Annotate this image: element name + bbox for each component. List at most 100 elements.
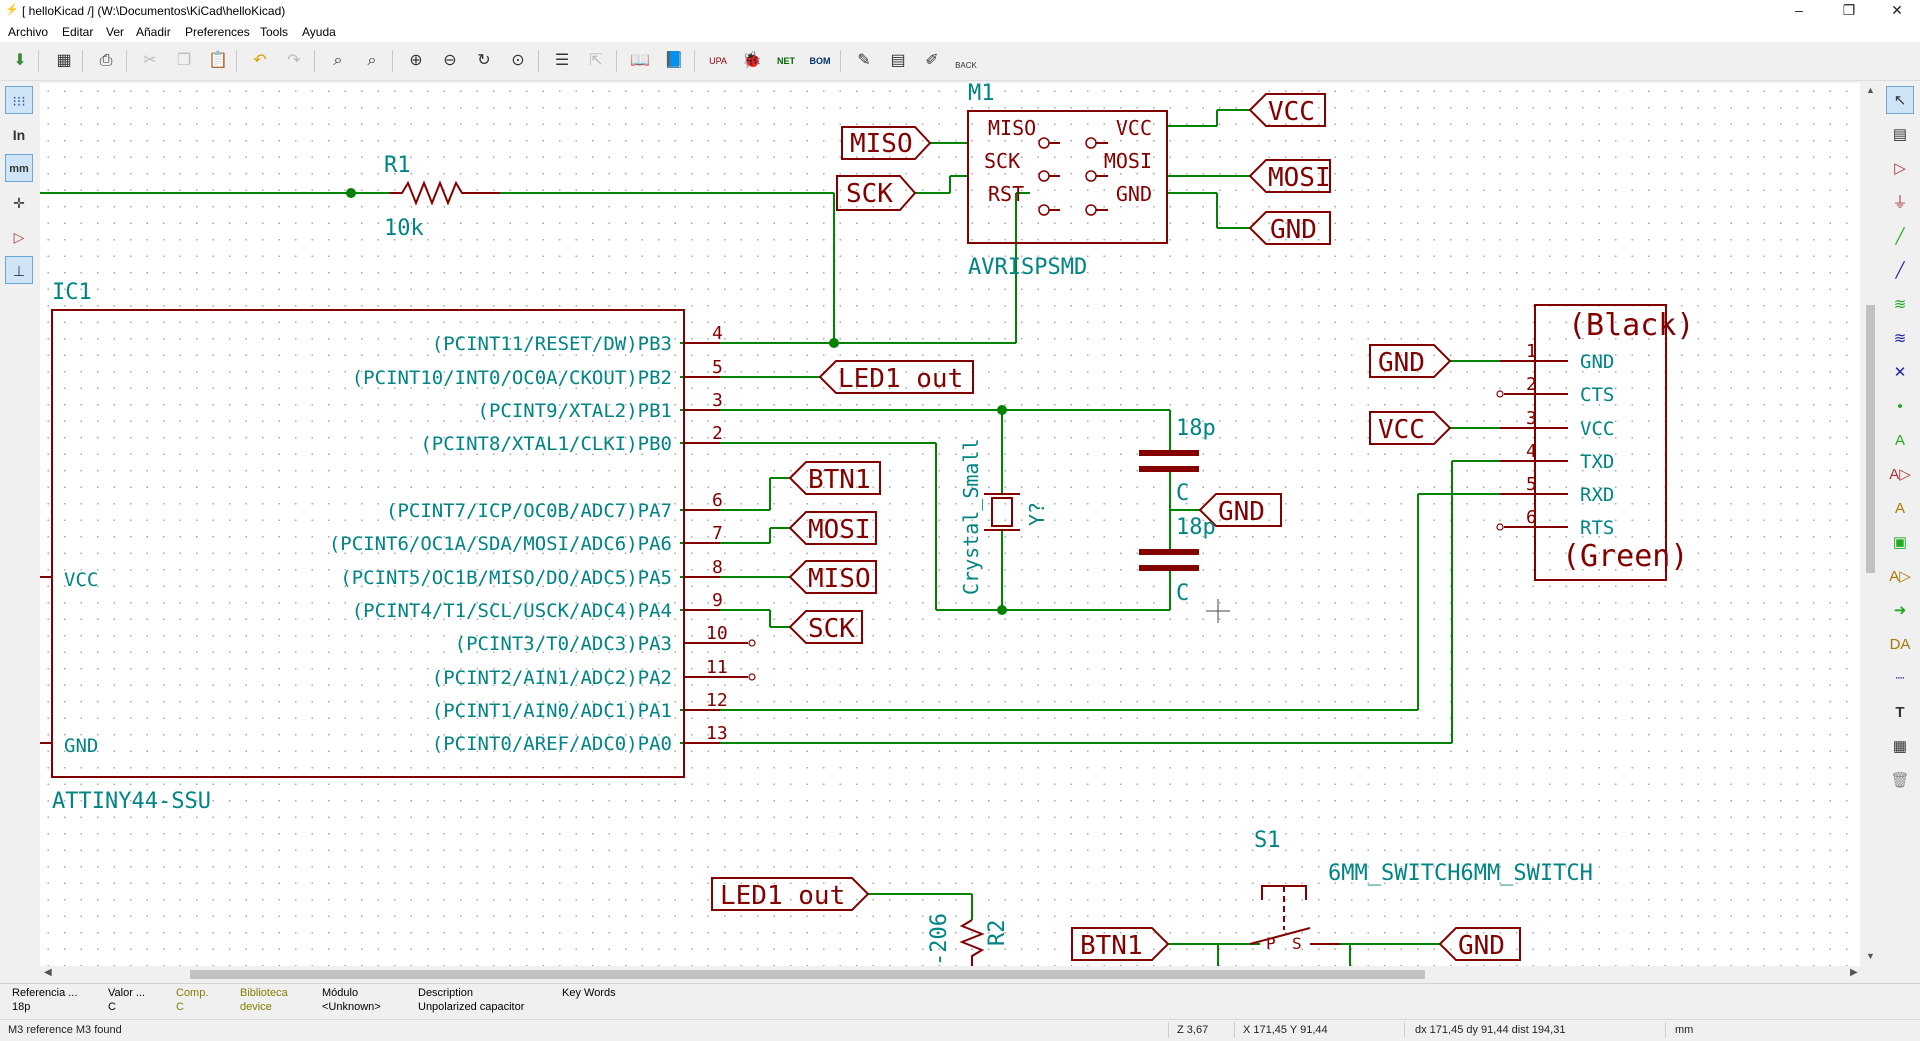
cut-icon[interactable]: ✂ xyxy=(143,52,157,69)
connector-ftdi[interactable]: (Black) (Green) 1 2 3 4 5 6 GND CTS VCC … xyxy=(1496,304,1694,581)
resistor-r2[interactable]: R2 -206 xyxy=(927,913,1010,966)
import-sheet-pin-icon[interactable]: A▷ xyxy=(1889,568,1911,585)
left-toolbar: ⁝⁝⁝ In mm ✛ ▷ ⊥ xyxy=(0,82,38,982)
fields-editor-icon[interactable]: ▤ xyxy=(890,52,906,69)
add-component-icon[interactable]: ▷ xyxy=(1894,160,1906,177)
units-inch-label: In xyxy=(12,127,26,143)
add-global-label-icon[interactable]: A▷ xyxy=(1889,466,1911,483)
bus-entry-icon[interactable]: ≋ xyxy=(1893,330,1907,347)
hidden-pins-icon[interactable]: ▷ xyxy=(13,229,25,245)
msg-value-value: C xyxy=(108,1001,116,1013)
menu-archivo[interactable]: Archivo xyxy=(8,25,49,39)
msg-comp-header: Comp. xyxy=(176,987,209,999)
find-replace-icon[interactable]: ⌕ xyxy=(367,52,377,69)
add-label-icon[interactable]: A xyxy=(1894,432,1905,449)
zoom-in-icon[interactable]: ⊕ xyxy=(409,52,423,69)
scroll-right-icon[interactable]: ▶ xyxy=(1850,967,1858,978)
add-sheet-icon[interactable]: ▣ xyxy=(1892,534,1908,551)
horizontal-scrollbar[interactable]: ◀ ▶ xyxy=(40,966,1862,983)
netlist-icon[interactable]: NET xyxy=(774,49,798,73)
crystal-ref: Y? xyxy=(1025,502,1049,526)
add-power-icon[interactable]: ⏚ xyxy=(1892,194,1908,211)
scroll-up-icon[interactable]: ▲ xyxy=(1866,85,1875,95)
redo-icon[interactable]: ↷ xyxy=(287,52,301,69)
menu-tools[interactable]: Tools xyxy=(260,25,289,39)
line-angle-icon[interactable]: ⊥ xyxy=(5,256,33,284)
library-browser-icon[interactable]: 📘 xyxy=(664,52,684,69)
status-abs-coords: X 171,45 Y 91,44 xyxy=(1243,1024,1328,1036)
minimize-button[interactable]: – xyxy=(1795,2,1803,18)
units-mm-label: mm xyxy=(9,163,29,175)
redraw-icon[interactable]: ↻ xyxy=(477,52,491,69)
grid-toggle-icon[interactable]: ⁝⁝⁝ xyxy=(5,86,33,114)
menu-ayuda[interactable]: Ayuda xyxy=(302,25,336,39)
kicad-app-icon: ⚡ xyxy=(5,4,19,16)
status-message: M3 reference M3 found xyxy=(8,1024,122,1036)
undo-icon[interactable]: ↶ xyxy=(253,52,267,69)
erc-icon[interactable]: 🐞 xyxy=(742,52,762,69)
select-tool-icon[interactable]: ↖ xyxy=(1886,86,1914,114)
bom-icon[interactable]: BOM xyxy=(808,49,832,73)
schematic-canvas[interactable]: R1 10k M1 AVRISPSMD MISO SCK RST VCC MOS… xyxy=(40,83,1860,966)
ic1-pin-pa3: (PCINT3/T0/ADC3)PA3 xyxy=(455,633,672,655)
s1-pin-s: S xyxy=(1292,934,1302,953)
annotate-icon[interactable]: UPA xyxy=(706,49,730,73)
message-panel: Referencia ... 18p Valor ... C Comp. C B… xyxy=(0,983,1920,1020)
capacitor-c1[interactable]: 18p C xyxy=(1139,416,1216,506)
maximize-button[interactable]: ❐ xyxy=(1842,2,1856,18)
add-sheet-pin-icon[interactable]: ➜ xyxy=(1893,602,1907,619)
zoom-out-icon[interactable]: ⊖ xyxy=(443,52,457,69)
scroll-down-icon[interactable]: ▼ xyxy=(1866,951,1875,961)
find-icon[interactable]: ⌕ xyxy=(333,52,343,69)
junctions xyxy=(346,188,1007,615)
add-text-icon[interactable]: T xyxy=(1895,704,1905,721)
add-image-icon[interactable]: ▦ xyxy=(1892,738,1908,755)
add-wire-icon[interactable]: ╱ xyxy=(1895,228,1905,245)
horizontal-scroll-thumb[interactable] xyxy=(190,970,1425,979)
save-icon[interactable]: ⬇ xyxy=(13,52,27,69)
units-inch-button[interactable]: In xyxy=(5,120,33,148)
add-bus-icon[interactable]: ╱ xyxy=(1895,262,1905,279)
zoom-fit-icon[interactable]: ⊙ xyxy=(511,52,525,69)
menu-anadir[interactable]: Añadir xyxy=(136,25,171,39)
page-settings-icon[interactable]: ▦ xyxy=(56,52,72,69)
scroll-left-icon[interactable]: ◀ xyxy=(44,967,52,978)
capacitor-c2[interactable]: 18p C xyxy=(1139,515,1216,606)
vertical-scrollbar[interactable]: ▲ ▼ xyxy=(1862,83,1879,966)
menu-preferences[interactable]: Preferences xyxy=(185,25,250,39)
hierarchy-navigator-icon[interactable]: ☰ xyxy=(554,52,570,69)
ftdi-pinnum-1: 1 xyxy=(1526,341,1537,362)
resistor-r1[interactable]: R1 10k xyxy=(384,153,500,241)
add-graphic-line-icon[interactable]: ┈ xyxy=(1895,670,1905,687)
ic1-pinnum-8: 8 xyxy=(712,557,723,578)
add-junction-icon[interactable]: • xyxy=(1897,398,1903,415)
no-connect-icon[interactable]: ✕ xyxy=(1893,364,1907,381)
label-miso: MISO xyxy=(850,129,913,159)
connector-m1[interactable]: M1 AVRISPSMD MISO SCK RST VCC MOSI GND xyxy=(967,83,1168,280)
add-hier-label-icon[interactable]: A xyxy=(1894,500,1905,517)
cursor-shape-icon[interactable]: ✛ xyxy=(13,195,25,211)
hierarchy-tool-icon[interactable]: ▤ xyxy=(1892,126,1908,143)
close-button[interactable]: ✕ xyxy=(1891,2,1903,18)
library-editor-icon[interactable]: 📖 xyxy=(630,52,650,69)
delete-tool-icon[interactable]: 🗑 xyxy=(1890,772,1910,789)
ic-attiny44[interactable]: IC1 ATTINY44-SSU VCC GND (PCINT11/RESET/… xyxy=(40,280,756,814)
ftdi-pinnum-4: 4 xyxy=(1526,441,1537,462)
back-import-icon[interactable]: BACK xyxy=(954,49,978,73)
leave-sheet-icon[interactable]: ⇱ xyxy=(589,52,603,69)
add-dimension-icon[interactable]: DA xyxy=(1889,636,1911,653)
wire-entry-icon[interactable]: ≋ xyxy=(1893,296,1907,313)
ftdi-pin-cts: CTS xyxy=(1580,384,1614,406)
copy-icon[interactable]: ❐ xyxy=(176,52,192,69)
ftdi-pinnum-6: 6 xyxy=(1526,507,1537,528)
switch-s1[interactable]: S1 6MM_SWITCH6MM_SWITCH P S xyxy=(1249,828,1593,953)
menu-editar[interactable]: Editar xyxy=(62,25,94,39)
menu-ver[interactable]: Ver xyxy=(106,25,125,39)
crystal-y1[interactable]: Crystal_Small Y? xyxy=(959,438,1049,595)
print-icon[interactable]: ⎙ xyxy=(99,52,113,69)
units-mm-button[interactable]: mm xyxy=(5,154,33,182)
paste-icon[interactable]: 📋 xyxy=(208,52,228,69)
run-pcbnew-icon[interactable]: ✐ xyxy=(925,52,939,69)
footprint-assign-icon[interactable]: ✎ xyxy=(857,52,871,69)
vertical-scroll-thumb[interactable] xyxy=(1866,305,1875,573)
